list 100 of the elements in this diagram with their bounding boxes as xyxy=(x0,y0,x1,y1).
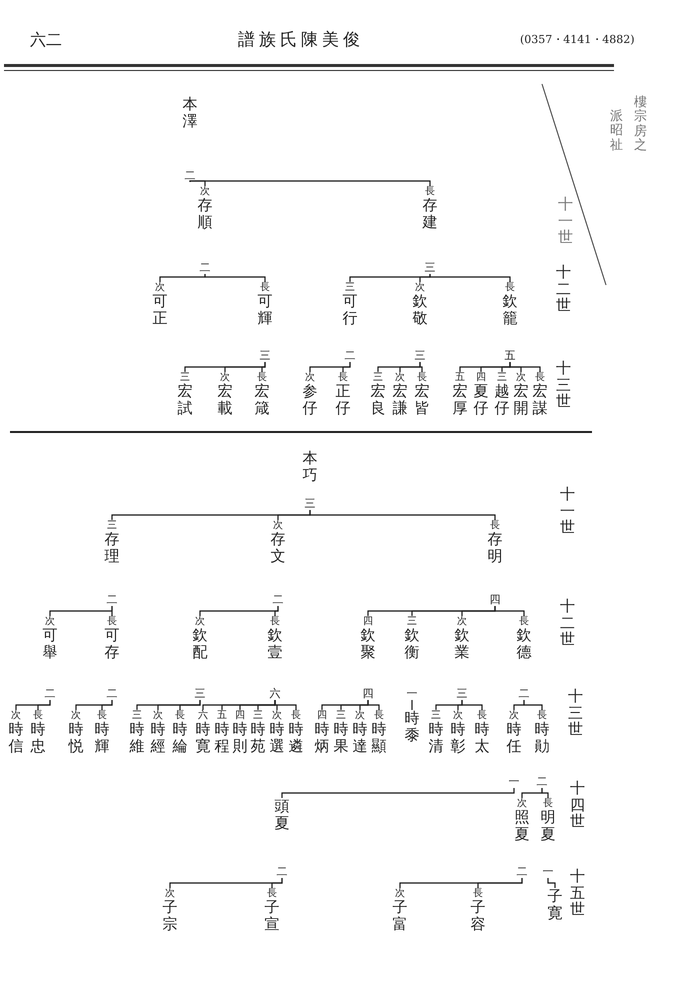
generation-label: 十三世 xyxy=(556,360,571,410)
page-title: 譜族氏陳美俊 xyxy=(238,29,364,51)
generation-label: 十一世 xyxy=(560,486,575,536)
page-number: 六二 xyxy=(30,30,62,51)
person-entry: 子寛 xyxy=(546,888,564,921)
generation-label: 十二世 xyxy=(556,264,571,314)
lineage-line xyxy=(541,788,549,798)
person-entry: 三 欽衡 一 xyxy=(403,616,421,700)
person-entry: 次 欽配 三 xyxy=(191,616,209,700)
person-entry: 長 可輝 三 xyxy=(256,282,274,362)
person-entry: 長 時勛 二 xyxy=(533,710,551,788)
phone-number: (0357・4141・4882) xyxy=(520,32,635,47)
person-entry: 次 存文 二 xyxy=(269,520,287,606)
lineage-line xyxy=(261,362,266,372)
lineage-line xyxy=(204,274,266,282)
lineage-line xyxy=(101,700,113,710)
person-entry: 四 時則 xyxy=(231,710,249,754)
person-entry: 六 時寛 xyxy=(194,710,212,754)
lineage-line xyxy=(274,606,279,616)
generation-label: 十二世 xyxy=(560,598,575,648)
person-entry: 次 時彰 xyxy=(449,710,467,754)
person-entry: 三 存理 二 xyxy=(103,520,121,606)
person-entry: 時黍 xyxy=(403,710,421,743)
lineage-line xyxy=(111,606,113,616)
person-entry: 次 宏開 xyxy=(512,372,530,416)
person-entry: 三 可行 二 xyxy=(341,282,359,362)
person-entry: 頭夏 二 xyxy=(273,798,291,878)
person-entry: 次 存順 二 xyxy=(196,186,214,274)
person-entry: 次 時信 xyxy=(7,710,25,754)
lineage-line xyxy=(411,700,413,710)
generation-label: 十一世 xyxy=(558,196,573,246)
generation-label: 十五世 xyxy=(570,868,585,918)
person-entry: 長 宏謀 xyxy=(531,372,549,416)
lineage-line xyxy=(309,510,496,520)
person-entry: 四 欽聚 四 xyxy=(359,616,377,700)
person-entry: 次 時悦 xyxy=(67,710,85,754)
person-entry: 三 時維 xyxy=(128,710,146,754)
person-entry: 次 可舉 二 xyxy=(41,616,59,700)
person-entry: 次 子宗 xyxy=(161,888,179,932)
person-entry: 長 可存 二 xyxy=(103,616,121,700)
person-entry: 三 宏良 xyxy=(369,372,387,416)
person-entry: 次 欽業 三 xyxy=(453,616,471,700)
lineage-line xyxy=(477,878,523,888)
person-entry: 長 正仔 xyxy=(334,372,352,416)
person-entry: 次 時選 xyxy=(268,710,286,754)
branch-note: 樓宗房之 xyxy=(634,96,647,154)
lineage-line xyxy=(523,700,543,710)
person-entry: 長 時太 xyxy=(473,710,491,754)
person-entry: 次 時任 一 xyxy=(505,710,523,788)
lineage-line xyxy=(37,700,51,710)
person-entry: 次 宏謙 xyxy=(391,372,409,416)
person-entry: 長 欽籠 五 xyxy=(501,282,519,362)
person-entry: 次 子富 xyxy=(391,888,409,932)
person-entry: 三 宏試 xyxy=(176,372,194,416)
generation-label: 十三世 xyxy=(568,688,583,738)
person-entry: 長 存建 三 xyxy=(421,186,439,274)
lineage-line xyxy=(494,606,525,616)
lineage-line xyxy=(419,362,423,372)
person-entry: 長 時忠 xyxy=(29,710,47,754)
person-entry: 三 時果 xyxy=(332,710,350,754)
person-entry: 次 照夏 二 xyxy=(513,798,531,878)
lineage-line xyxy=(342,362,351,372)
person-entry: 本巧 三 xyxy=(301,450,319,510)
lineage-line xyxy=(547,878,556,888)
person-entry: 次 時達 xyxy=(351,710,369,754)
person-entry: 長 欽壹 六 xyxy=(266,616,284,700)
person-entry: 次 時經 xyxy=(149,710,167,754)
person-entry: 長 子容 xyxy=(469,888,487,932)
person-entry: 長 時顯 xyxy=(370,710,388,754)
lineage-line xyxy=(179,700,201,710)
person-entry: 三 時清 xyxy=(427,710,445,754)
lineage-line xyxy=(419,274,431,282)
person-entry: 次 参仔 xyxy=(301,372,319,416)
branch-note: 派昭祉 xyxy=(610,110,623,153)
lineage-line xyxy=(274,700,297,710)
person-entry: 長 時輝 xyxy=(93,710,111,754)
lineage-line xyxy=(271,878,283,888)
person-entry: 長 宏箴 xyxy=(253,372,271,416)
person-entry: 長 存明 四 xyxy=(486,520,504,606)
lineage-line xyxy=(159,274,206,282)
person-entry: 五 宏厚 xyxy=(451,372,469,416)
person-entry: 次 宏載 xyxy=(216,372,234,416)
person-entry: 三 時苑 xyxy=(249,710,267,754)
person-entry: 本澤 二 xyxy=(181,96,199,182)
person-entry: 次 可正 xyxy=(151,282,169,326)
person-entry: 長 子宣 xyxy=(263,888,281,932)
lineage-line xyxy=(461,700,483,710)
lineage-line xyxy=(367,700,380,710)
person-entry: 五 時程 xyxy=(213,710,231,754)
person-entry: 長 宏皆 xyxy=(413,372,431,416)
person-entry: 四 時炳 xyxy=(313,710,331,754)
person-entry: 四 夏仔 xyxy=(472,372,490,416)
person-entry: 長 時綸 xyxy=(171,710,189,754)
person-entry: 次 欽敬 三 xyxy=(411,282,429,362)
lineage-line xyxy=(429,274,511,282)
generation-label: 十四世 xyxy=(570,780,585,830)
person-entry: 長 明夏 一 xyxy=(539,798,557,878)
person-entry: 三 越仔 xyxy=(493,372,511,416)
lineage-line xyxy=(509,362,541,372)
person-entry: 長 時遴 xyxy=(287,710,305,754)
